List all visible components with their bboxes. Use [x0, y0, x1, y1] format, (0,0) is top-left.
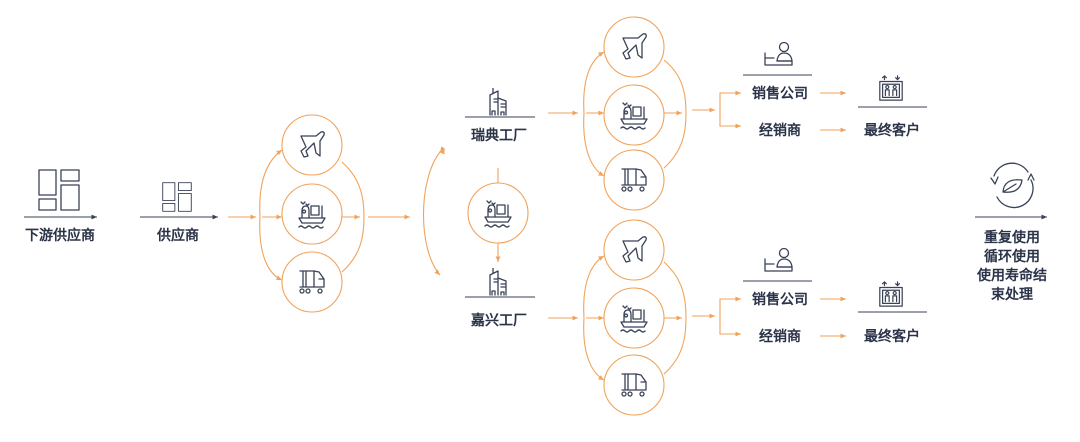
end-of-life-line-3: 使用寿命结	[976, 267, 1047, 284]
sales-company-label: 销售公司	[752, 291, 808, 308]
downstream-supplier-label: 下游供应商	[25, 227, 95, 244]
distributor-label: 经销商	[759, 122, 801, 139]
end-of-life-line-4: 束处理	[991, 286, 1033, 303]
ship-icon	[298, 201, 326, 229]
factory-sweden-label: 瑞典工厂	[471, 127, 527, 144]
sales-company-label: 销售公司	[752, 85, 808, 102]
recycle-leaf-icon	[990, 162, 1035, 209]
blocks-icon	[162, 182, 192, 212]
elevator-icon	[879, 281, 903, 307]
truck-icon	[621, 373, 647, 397]
airplane-icon	[622, 33, 647, 60]
supplier-label: 供应商	[156, 227, 199, 244]
factory-jiaxing-label: 嘉兴工厂	[470, 312, 527, 329]
ship-icon	[620, 102, 648, 130]
transport-group-top	[548, 16, 687, 211]
factory-icon	[489, 268, 507, 296]
airplane-icon	[622, 236, 647, 263]
end-customer-label: 最终客户	[864, 122, 920, 139]
truck-icon	[299, 270, 325, 294]
airplane-icon	[300, 131, 325, 158]
salesperson-icon	[764, 41, 793, 66]
truck-icon	[621, 168, 647, 192]
ship-icon	[484, 200, 512, 228]
transport-group-1	[259, 114, 365, 313]
blocks-icon	[38, 169, 80, 211]
distributor-label: 经销商	[759, 328, 801, 345]
salesperson-icon	[764, 247, 793, 272]
end-customer-label: 最终客户	[864, 328, 920, 345]
elevator-icon	[879, 75, 903, 101]
factory-icon	[489, 88, 507, 116]
end-of-life-line-2: 循环使用	[984, 248, 1040, 265]
transport-group-bottom	[548, 219, 687, 416]
end-of-life-line-1: 重复使用	[984, 229, 1040, 246]
ship-icon	[620, 305, 648, 333]
